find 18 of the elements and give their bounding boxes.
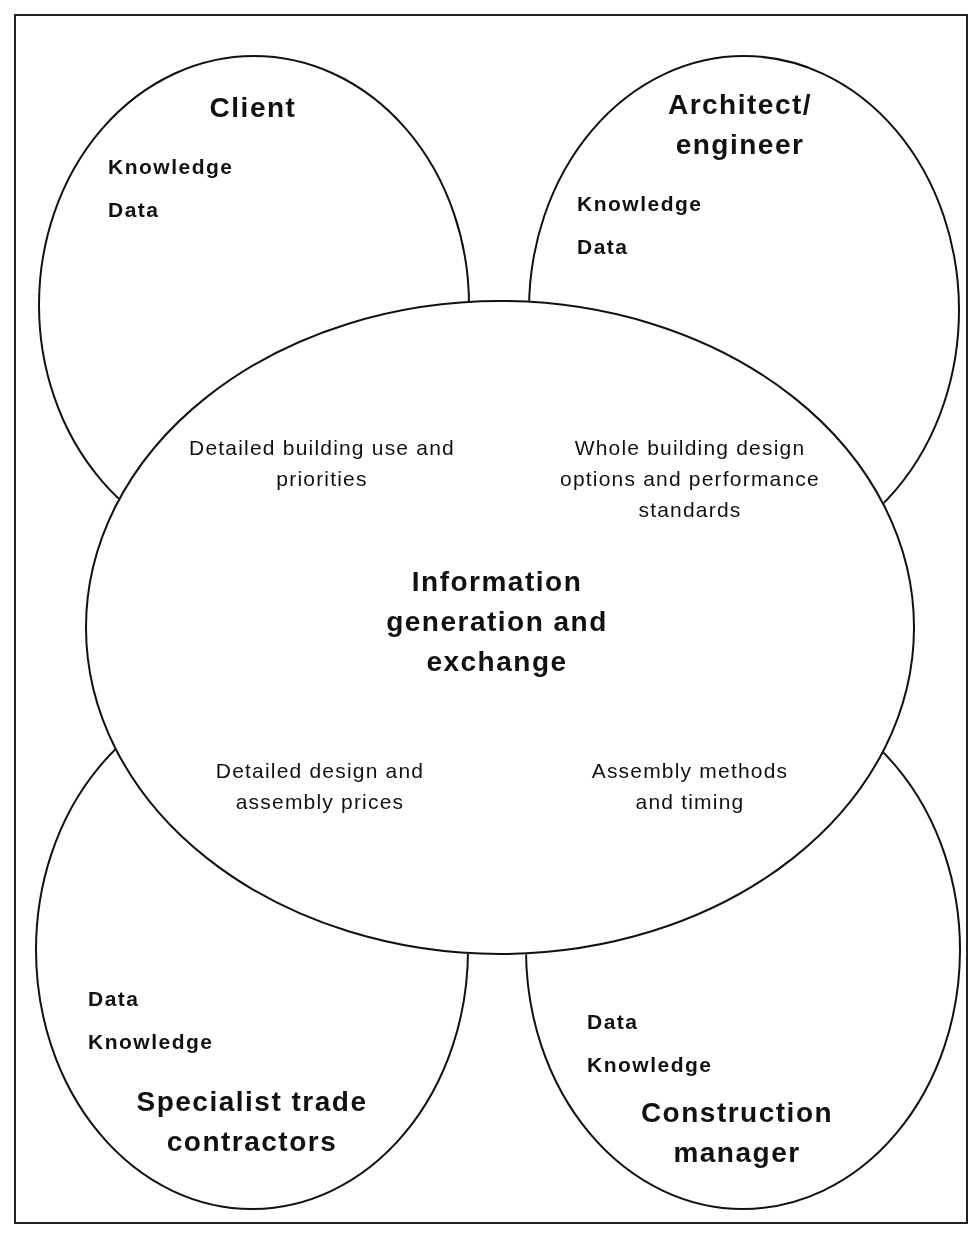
node-text: Knowledge bbox=[88, 1029, 214, 1055]
node-title: Specialist trade contractors bbox=[135, 1085, 369, 1159]
node-title: Client bbox=[208, 91, 298, 125]
node-title: Architect/ engineer bbox=[666, 88, 814, 162]
node-text: Knowledge bbox=[108, 154, 234, 180]
oval-node bbox=[85, 300, 915, 955]
node-text: Assembly methods and timing bbox=[590, 758, 790, 815]
node-text: Detailed design and assembly prices bbox=[214, 758, 426, 815]
node-text: Whole building design options and performance standards bbox=[559, 435, 821, 523]
node-text: Data bbox=[587, 1009, 639, 1035]
node-title: Information generation and exchange bbox=[385, 565, 609, 679]
node-text: Data bbox=[577, 234, 629, 260]
node-text: Detailed building use and priorities bbox=[188, 435, 456, 492]
node-title: Construction manager bbox=[639, 1096, 835, 1170]
node-text: Knowledge bbox=[587, 1052, 713, 1078]
node-text: Data bbox=[88, 986, 140, 1012]
node-text: Data bbox=[108, 197, 160, 223]
node-text: Knowledge bbox=[577, 191, 703, 217]
